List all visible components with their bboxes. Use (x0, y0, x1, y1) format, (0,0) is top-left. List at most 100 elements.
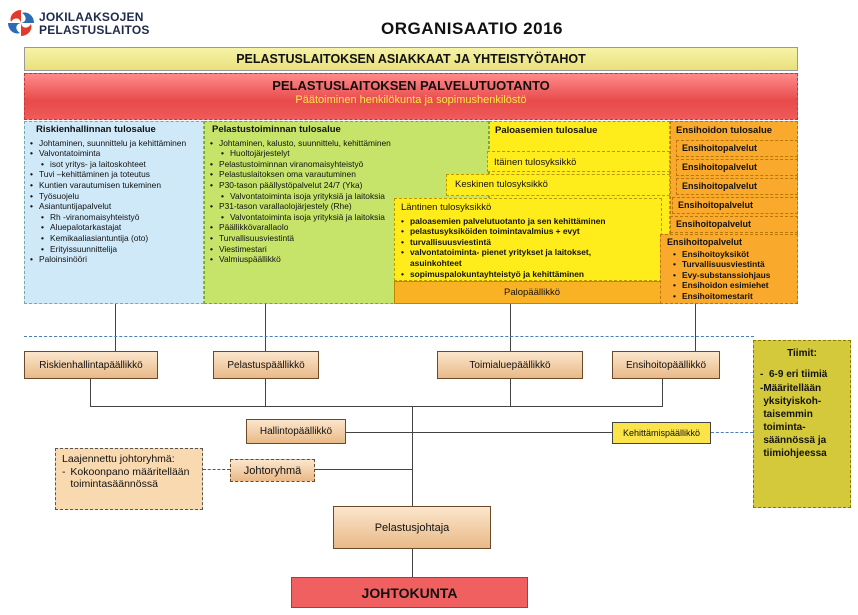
central-unit-box: Keskinen tulosyksikkö (446, 174, 670, 196)
firstaid-service-label: Ensihoitopalvelut (682, 181, 758, 191)
management-group-label: Johtoryhmä (243, 464, 302, 477)
list-item: Valmiuspäällikkö (210, 254, 410, 265)
firstaid-manager-box: Ensihoitopäällikkö (612, 351, 720, 379)
board-box: JOHTOKUNTA (291, 577, 528, 608)
director-box: Pelastusjohtaja (333, 506, 491, 549)
director-label: Pelastusjohtaja (374, 521, 450, 534)
list-item: Ensihoidon esimiehet (673, 280, 791, 291)
list-item: isot yritys- ja laitoskohteet (30, 159, 198, 170)
extended-group-item: - Kokoonpano määritellään toimintasäännö… (62, 466, 196, 490)
risk-manager-label: Riskienhallintapäällikkö (39, 359, 143, 371)
connector-line (412, 549, 413, 577)
connector-line (346, 432, 612, 433)
service-band-subtitle: Päätoiminen henkilökunta ja sopimushenki… (295, 94, 527, 106)
teams-list: -6-9 eri tiimiä- Määritellään yksityiskoh… (760, 368, 844, 460)
admin-manager-label: Hallintopäällikkö (259, 426, 333, 437)
list-item: Työsuojelu (30, 191, 198, 202)
list-item: Tuvi –kehittäminen ja toteutus (30, 169, 198, 180)
risk-area-header: Riskienhallinnan tulosalue (36, 124, 156, 135)
connector-line (315, 469, 412, 470)
firstaid-service-box: Ensihoitopalvelut (676, 178, 798, 195)
area-manager-label: Toimialuepäällikkö (469, 359, 551, 371)
list-item: Johtaminen, kalusto, suunnittelu, kehitt… (210, 138, 410, 149)
list-item: Aluepalotarkastajat (30, 222, 198, 233)
service-band: PELASTUSLAITOKSEN PALVELUTUOTANTO Päätoi… (24, 73, 798, 120)
logo-swirl-icon (8, 10, 34, 36)
firstaid-main-header: Ensihoitopalvelut (667, 237, 743, 247)
list-item: Ensihoitoyksiköt (673, 249, 791, 260)
list-item: Erityissuunnittelija (30, 244, 198, 255)
stations-area-header: Paloasemien tulosalue (495, 125, 598, 136)
central-unit-label: Keskinen tulosyksikkö (455, 179, 548, 190)
connector-line (90, 379, 91, 407)
dashed-separator (24, 336, 754, 337)
firstaid-service-box: Ensihoitopalvelut (672, 197, 798, 214)
list-item: Pelastuslaitoksen oma varautuminen (210, 169, 410, 180)
connector-line (265, 379, 266, 407)
list-item: Viestimestari (210, 244, 410, 255)
connector-line (90, 406, 663, 407)
teams-bullet: - (760, 369, 764, 380)
dashed-connector (711, 432, 753, 433)
risk-area-box: Riskienhallinnan tulosalue Johtaminen, s… (24, 121, 204, 304)
extended-group-header: Laajennettu johtoryhmä: (62, 453, 175, 465)
logo-line1: JOKILAAKSOJEN (39, 10, 144, 24)
firstaid-service-label: Ensihoitopalvelut (676, 219, 752, 229)
management-group-box: Johtoryhmä (230, 459, 315, 482)
firstaid-main-box: Ensihoitopalvelut EnsihoitoyksikötTurval… (660, 234, 798, 304)
firstaid-service-label: Ensihoitopalvelut (682, 143, 758, 153)
list-item: P31-tason varallaolojärjestely (Rhe) (210, 201, 410, 212)
list-item: Asiantuntijapalvelut (30, 201, 198, 212)
fire-chief-label: Palopäällikkö (504, 287, 560, 298)
east-unit-box: Itäinen tulosyksikkö (487, 151, 670, 172)
dev-manager-box: Kehittämispäällikkö (612, 422, 711, 444)
firstaid-service-box: Ensihoitopalvelut (676, 140, 798, 157)
logo-line2: PELASTUSLAITOS (39, 23, 150, 37)
firstaid-service-box: Ensihoitopalvelut (670, 216, 798, 233)
connector-line (115, 304, 116, 351)
admin-manager-box: Hallintopäällikkö (246, 419, 346, 444)
extended-group-text: Kokoonpano määritellään toimintasäännöss… (70, 466, 190, 490)
list-item: turvallisuusviestintä (401, 237, 621, 248)
list-item: Valvontatoiminta isoja yrityksiä ja lait… (210, 212, 410, 223)
west-unit-list: paloasemien palvelutuotanto ja sen kehit… (401, 216, 621, 280)
dashed-connector (203, 469, 230, 470)
page-title: ORGANISAATIO 2016 (381, 19, 564, 38)
firstaid-service-label: Ensihoitopalvelut (678, 200, 754, 210)
connector-line (695, 304, 696, 351)
list-item: Kemikaaliasiantuntija (oto) (30, 233, 198, 244)
rescue-area-list: Johtaminen, kalusto, suunnittelu, kehitt… (210, 138, 410, 265)
list-item: Valvontatoiminta (30, 148, 198, 159)
west-unit-box: Läntinen tulosyksikkö paloasemien palvel… (394, 198, 662, 281)
list-item: Rh -viranomaisyhteistyö (30, 212, 198, 223)
area-manager-box: Toimialuepäällikkö (437, 351, 583, 379)
list-item: Päällikkövarallaolo (210, 222, 410, 233)
risk-area-list: Johtaminen, suunnittelu ja kehittäminenV… (30, 138, 198, 265)
teams-item-text: Määritellään yksityiskoh-taisemmin toimi… (763, 383, 827, 459)
list-item: P30-tason päällystöpalvelut 24/7 (Yka) (210, 180, 410, 191)
teams-header: Tiimit: (787, 348, 817, 359)
list-item: paloasemien palvelutuotanto ja sen kehit… (401, 216, 621, 227)
firstaid-manager-label: Ensihoitopäällikkö (625, 359, 707, 371)
board-label: JOHTOKUNTA (361, 584, 458, 601)
teams-box: Tiimit: -6-9 eri tiimiä- Määritellään yks… (753, 340, 851, 508)
logo-text: JOKILAAKSOJEN PELASTUSLAITOS (39, 11, 150, 37)
fire-chief-box: Palopäällikkö (394, 281, 670, 304)
list-item: Evy-substanssiohjaus (673, 270, 791, 281)
list-item: Huoltojärjestelyt (210, 148, 410, 159)
list-item: Pelastustoiminnan viranomaisyhteistyö (210, 159, 410, 170)
firstaid-main-list: EnsihoitoyksikötTurvallisuusviestintäEvy… (667, 249, 791, 302)
list-item: sopimuspalokuntayhteistyö ja kehittämine… (401, 269, 621, 280)
connector-line (510, 379, 511, 407)
connector-line (510, 304, 511, 351)
list-item: Turvallisuusviestintä (210, 233, 410, 244)
connector-line (662, 379, 663, 407)
dev-manager-label: Kehittämispäällikkö (622, 428, 701, 438)
list-item: pelastusyksiköiden toimintavalmius + evy… (401, 226, 621, 237)
teams-item: -6-9 eri tiimiä (760, 368, 844, 381)
west-unit-header: Läntinen tulosyksikkö (401, 202, 492, 213)
list-item: Paloinsinööri (30, 254, 198, 265)
list-item: valvontatoiminta- pienet yritykset ja la… (401, 247, 621, 268)
rescue-manager-box: Pelastuspäällikkö (213, 351, 319, 379)
